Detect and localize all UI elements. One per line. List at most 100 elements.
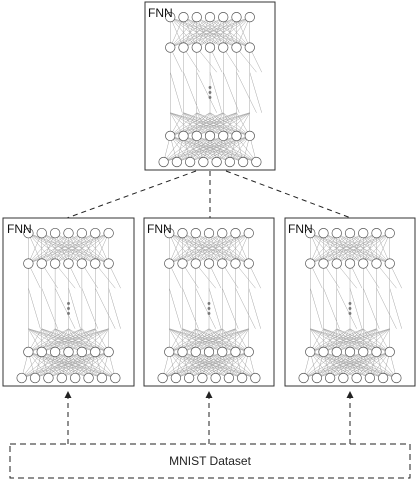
arrowhead-3: [346, 391, 354, 398]
neuron: [218, 130, 229, 142]
weight-line: [41, 232, 109, 264]
neuron: [344, 258, 356, 269]
neuron: [36, 346, 47, 358]
ellipsis-dot: [207, 312, 211, 315]
neuron: [230, 258, 241, 269]
neuron: [311, 372, 322, 384]
neuron: [238, 156, 249, 168]
arrowhead-2: [205, 391, 213, 398]
weight-line: [310, 328, 351, 353]
neuron: [224, 156, 235, 168]
weight-line: [54, 288, 76, 329]
weight-line: [108, 288, 121, 329]
weight-line: [208, 328, 249, 353]
weight-line: [235, 233, 249, 264]
weight-line: [249, 72, 262, 113]
neuron: [178, 42, 189, 53]
weight-line: [170, 72, 183, 113]
weight-line: [336, 263, 357, 289]
neuron: [197, 372, 208, 384]
neuron: [237, 372, 248, 384]
weight-line: [189, 351, 249, 379]
weight-line: [55, 328, 109, 353]
neuron: [211, 156, 222, 168]
neuron: [23, 258, 34, 269]
weight-line: [21, 351, 42, 379]
neuron: [338, 372, 349, 384]
neuron: [178, 130, 189, 142]
neuron: [36, 258, 47, 269]
weight-line: [303, 351, 351, 379]
weight-line: [209, 112, 250, 137]
weight-line: [195, 232, 249, 264]
neuron: [230, 346, 241, 358]
neuron: [371, 258, 382, 269]
weight-line: [170, 16, 237, 48]
weight-line: [170, 112, 197, 137]
weight-line: [182, 232, 249, 264]
neuron: [177, 227, 188, 239]
weight-line: [369, 351, 390, 379]
weight-line: [203, 135, 250, 163]
neuron: [204, 130, 216, 142]
neuron: [218, 12, 229, 23]
weight-line: [21, 351, 82, 379]
weight-line: [28, 232, 69, 264]
weight-line: [376, 263, 397, 289]
neuron: [217, 227, 228, 239]
weight-line: [196, 47, 217, 73]
neuron: [371, 227, 382, 239]
weight-line: [170, 16, 224, 48]
neuron: [204, 12, 216, 23]
neuron: [63, 346, 74, 358]
weight-line: [170, 16, 211, 48]
weight-line: [349, 328, 390, 353]
neuron: [298, 372, 309, 384]
aggregation-link-1: [66, 170, 197, 219]
weight-line: [162, 351, 183, 379]
neuron: [23, 227, 34, 239]
neuron: [177, 258, 188, 269]
weight-line: [202, 351, 249, 379]
weight-line: [223, 112, 250, 137]
weight-line: [196, 112, 250, 137]
weight-line: [61, 351, 109, 379]
neuron: [103, 258, 114, 269]
aggregation-link-3: [225, 170, 352, 219]
local-fnn-network-2: [143, 217, 275, 387]
global-model-label: FNN: [148, 6, 173, 20]
neuron: [76, 346, 88, 358]
weight-line: [28, 328, 69, 353]
weight-line: [336, 288, 357, 329]
neuron: [177, 346, 188, 358]
weight-line: [55, 232, 109, 264]
neuron: [244, 12, 255, 23]
neuron: [49, 258, 61, 269]
weight-line: [216, 135, 250, 163]
weight-line: [169, 328, 223, 353]
global-fnn-network: [144, 1, 276, 171]
ellipsis-dot: [67, 307, 70, 310]
weight-line: [95, 288, 116, 329]
neuron: [63, 258, 74, 269]
weight-line: [28, 233, 42, 264]
neuron: [96, 372, 108, 384]
weight-line: [169, 328, 210, 353]
neuron: [384, 258, 395, 269]
neuron: [16, 372, 27, 384]
neuron: [63, 227, 74, 239]
weight-line: [162, 351, 210, 379]
weight-line: [169, 328, 196, 353]
weight-line: [21, 351, 69, 379]
neuron: [90, 227, 101, 239]
weight-line: [209, 16, 250, 48]
weight-line: [222, 232, 249, 264]
weight-line: [222, 328, 249, 353]
weight-line: [163, 135, 211, 163]
neuron: [49, 227, 61, 239]
neuron: [384, 346, 395, 358]
neuron: [165, 12, 176, 23]
neuron: [90, 258, 101, 269]
local-model-label-1: FNN: [7, 222, 32, 236]
neuron: [364, 372, 375, 384]
